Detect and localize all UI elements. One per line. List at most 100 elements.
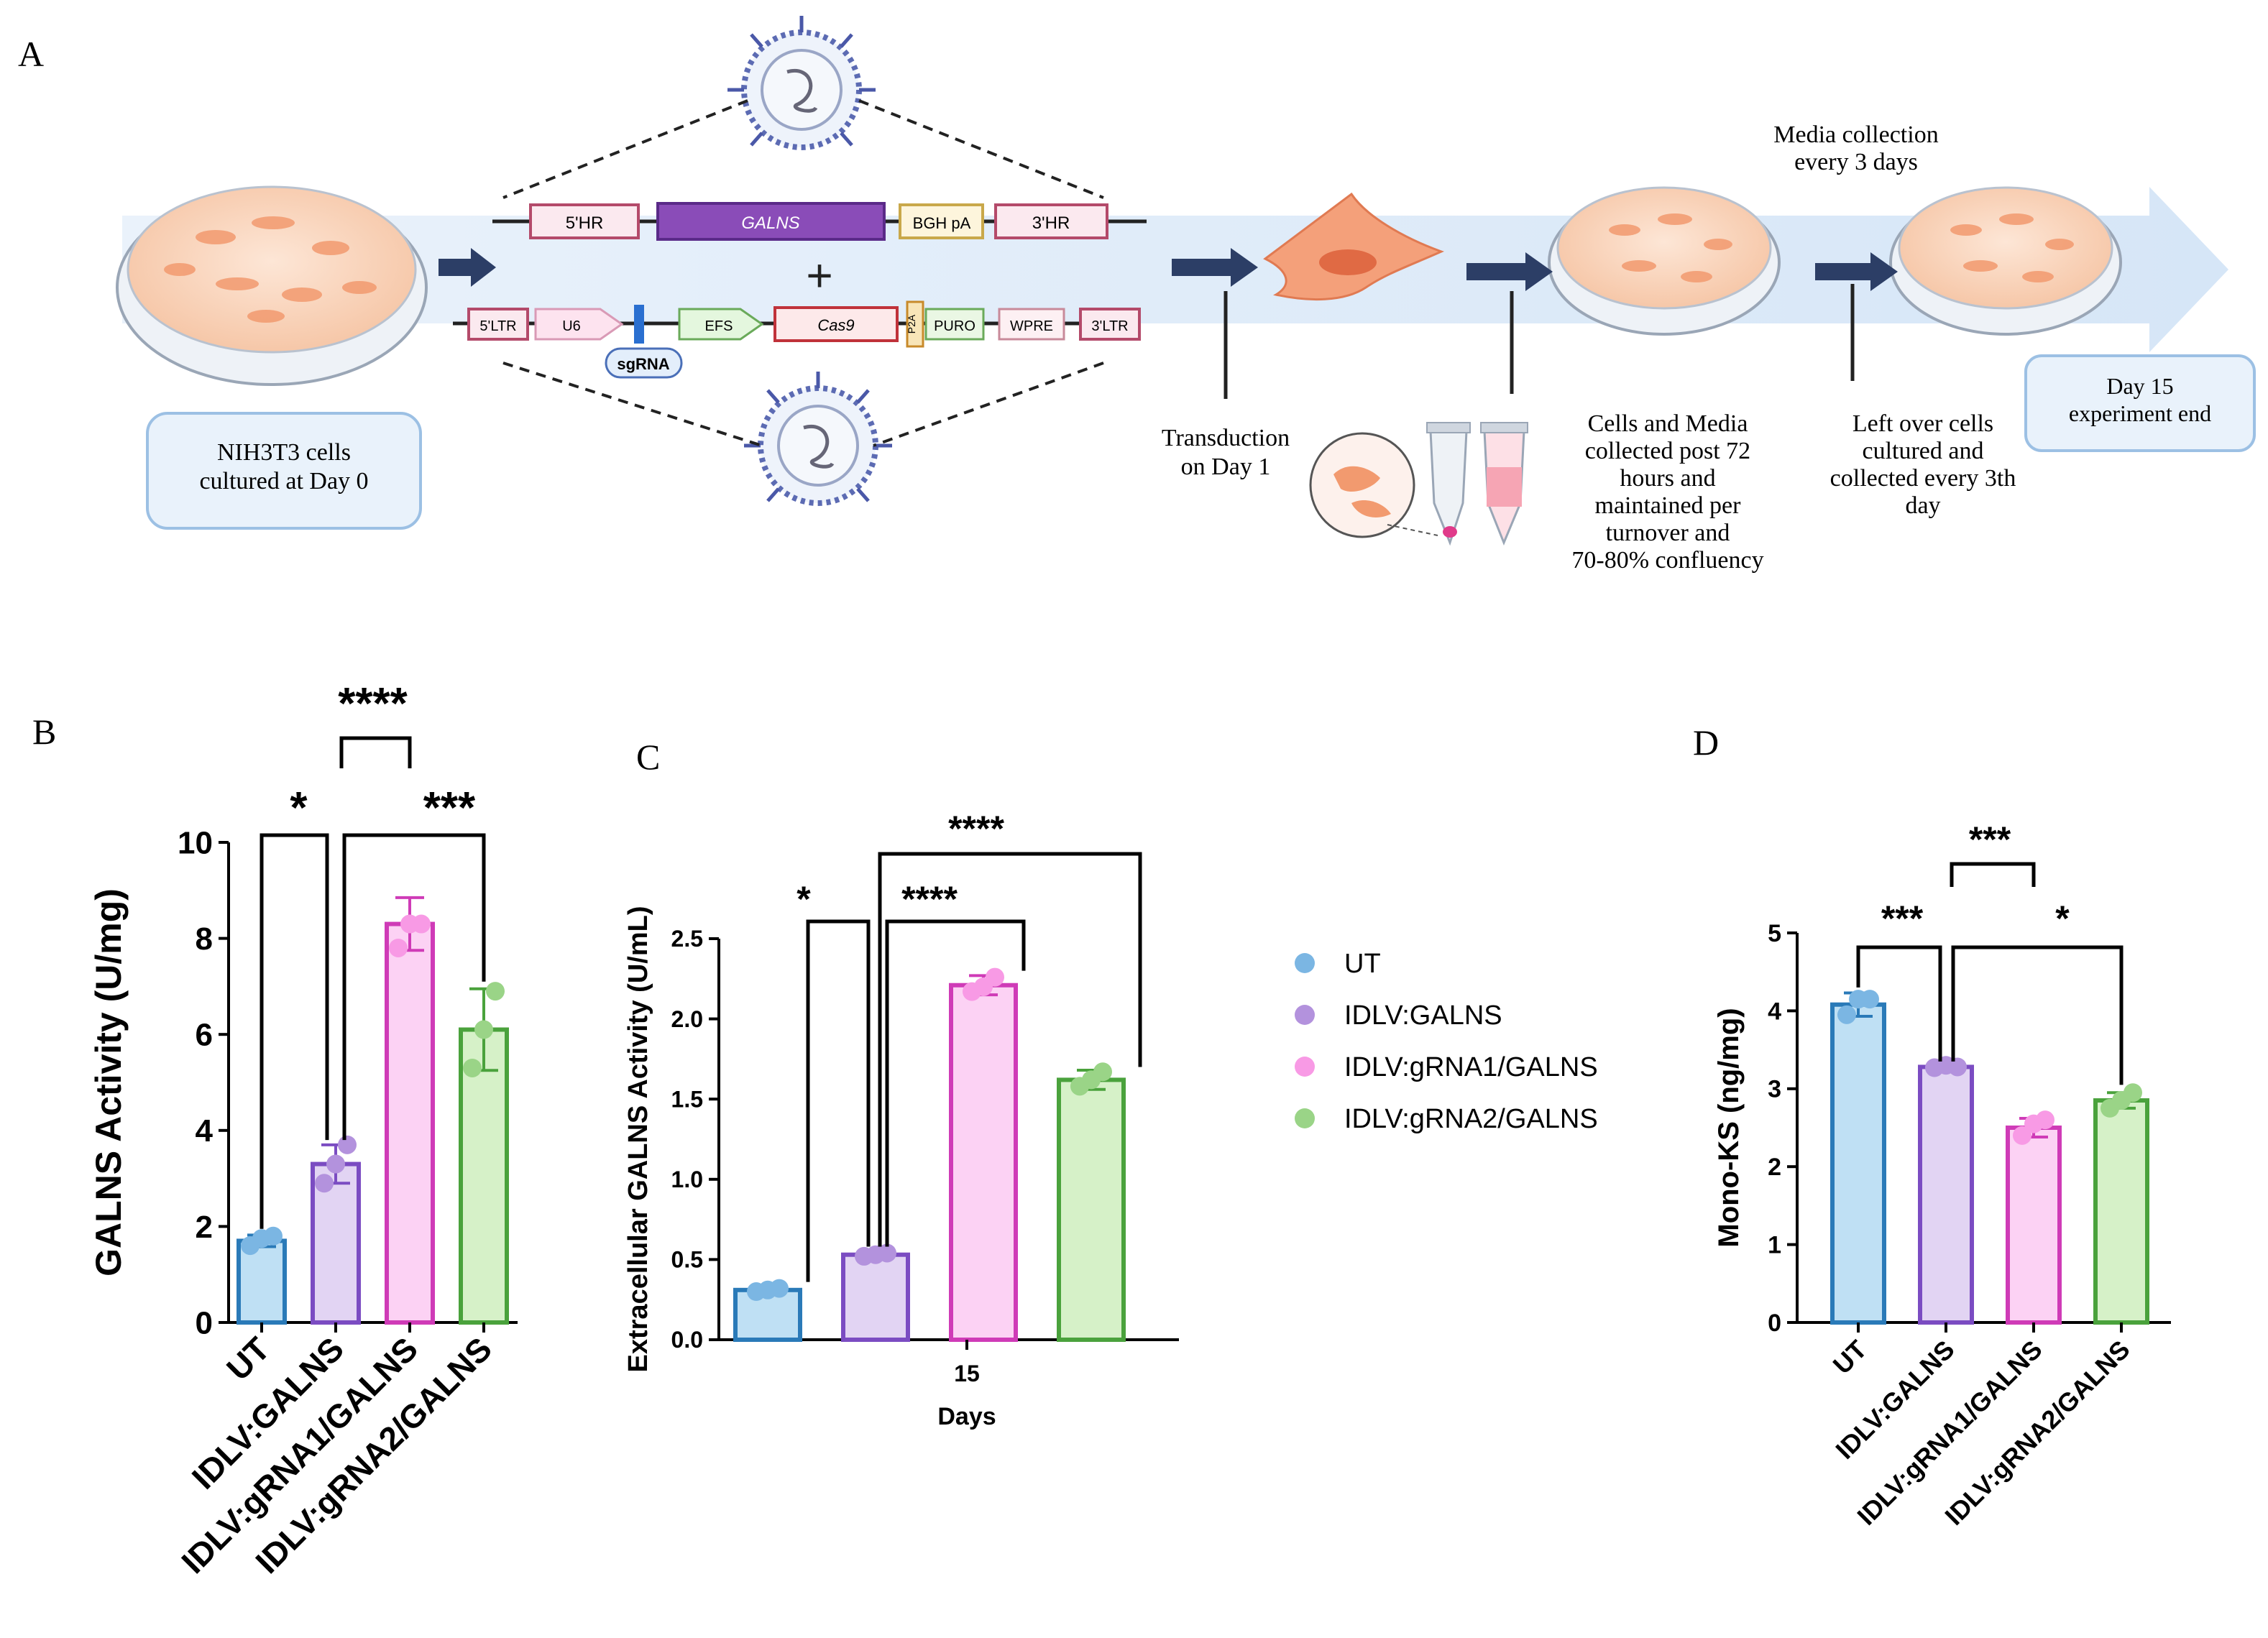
end-box [2024, 354, 2256, 452]
panel-label-a: A [18, 34, 44, 74]
bar [841, 1252, 910, 1342]
significance-bracket [342, 833, 486, 1141]
y-tick-label: 1 [1768, 1232, 1781, 1259]
workflow-arrows [439, 248, 1898, 291]
data-point [1837, 1005, 1856, 1024]
data-point [474, 1020, 493, 1039]
arrow-2 [1172, 248, 1258, 287]
element-galns [656, 202, 886, 241]
panel-label-b: B [32, 712, 56, 752]
significance-bracket [339, 736, 412, 768]
data-point [338, 1135, 357, 1154]
y-tick-label: 0.0 [671, 1327, 703, 1353]
element-bgh-pa [899, 203, 984, 239]
significance-label: *** [1969, 819, 2011, 860]
element-efs [678, 308, 764, 341]
y-tick-label: 2 [1768, 1154, 1781, 1181]
element-u6-label: U6 [562, 318, 581, 334]
bar [1918, 1064, 1974, 1325]
significance-bracket [260, 833, 329, 1229]
bar [949, 983, 1018, 1343]
data-point [326, 1154, 345, 1174]
virus-particle-top [727, 16, 876, 150]
significance-label: * [796, 879, 811, 919]
sgrna-block [634, 305, 644, 344]
petri-dish-day0 [116, 185, 428, 386]
arrow-1 [439, 248, 496, 287]
y-tick-label: 2.5 [671, 926, 703, 952]
data-point [1093, 1062, 1112, 1082]
legend-marker [1295, 953, 1315, 973]
bar [2093, 1098, 2149, 1325]
bar [2006, 1126, 2062, 1325]
arrow-4 [1815, 252, 1898, 291]
arrow-3 [1466, 252, 1553, 291]
significance-label: * [290, 783, 308, 833]
y-tick-label: 8 [196, 921, 213, 957]
element-5ltr [467, 308, 529, 341]
significance-bracket [1856, 945, 1942, 1062]
y-tick-label: 3 [1768, 1076, 1781, 1103]
petri-dish-leftover [1889, 186, 2122, 336]
cas9-construct: 5'LTR U6 sgRNA EFS Cas9 P2A PURO WPRE 3'… [453, 300, 1141, 379]
element-u6 [534, 308, 624, 341]
element-bgh-pa-label: BGH pA [913, 214, 971, 232]
y-tick-label: 6 [196, 1018, 213, 1053]
data-point [264, 1226, 283, 1246]
legend-label: IDLV:gRNA1/GALNS [1344, 1052, 1598, 1082]
donor-construct: 5'HR GALNS BGH pA 3'HR [492, 202, 1147, 241]
element-galns-label: GALNS [741, 213, 799, 233]
sgrna-label: sgRNA [617, 355, 669, 373]
significance-bracket [806, 919, 871, 1282]
data-point [463, 1058, 482, 1077]
significance-label: * [2055, 898, 2070, 939]
data-point [1860, 990, 1879, 1009]
element-5ltr-label: 5'LTR [479, 318, 516, 334]
petri-dish-media-collection [1548, 186, 1781, 336]
y-tick-label: 2 [196, 1210, 213, 1245]
element-5hr-label: 5'HR [566, 213, 604, 233]
legend-marker [1295, 1057, 1315, 1077]
data-point [770, 1279, 789, 1298]
data-point [389, 938, 408, 957]
bar [1830, 1002, 1886, 1325]
data-point [986, 967, 1004, 987]
y-tick-label: 10 [178, 825, 213, 860]
data-point [315, 1174, 334, 1193]
plus-sign: + [806, 249, 832, 301]
significance-label: **** [901, 879, 958, 919]
element-p2a-label: P2A [906, 314, 917, 333]
data-point [878, 1243, 896, 1263]
data-point [412, 914, 431, 934]
element-5hr [529, 203, 640, 239]
legend-marker [1295, 1108, 1315, 1128]
y-tick-label: 4 [196, 1113, 214, 1149]
element-cas9-label: Cas9 [817, 316, 854, 334]
legend-label: IDLV:GALNS [1344, 1000, 1502, 1031]
timeline-ticks [1223, 284, 1855, 399]
x-tick-label: UT [219, 1330, 277, 1387]
y-axis-title: Extracellular GALNS Activity (U/mL) [623, 906, 653, 1373]
zoom-lines [502, 99, 1104, 447]
element-3ltr [1079, 308, 1141, 341]
element-puro-label: PURO [934, 318, 975, 334]
sgrna-badge [605, 347, 683, 379]
y-tick-label: 1.0 [671, 1167, 703, 1192]
significance-bracket [1950, 862, 2036, 887]
y-tick-label: 0 [1768, 1310, 1781, 1337]
legend-label: IDLV:gRNA2/GALNS [1344, 1104, 1598, 1134]
x-tick-label: 15 [954, 1361, 980, 1386]
legend-label: UT [1344, 949, 1381, 979]
significance-label: **** [338, 679, 408, 729]
element-efs-label: EFS [705, 318, 733, 334]
panel-label-d: D [1693, 722, 1719, 763]
